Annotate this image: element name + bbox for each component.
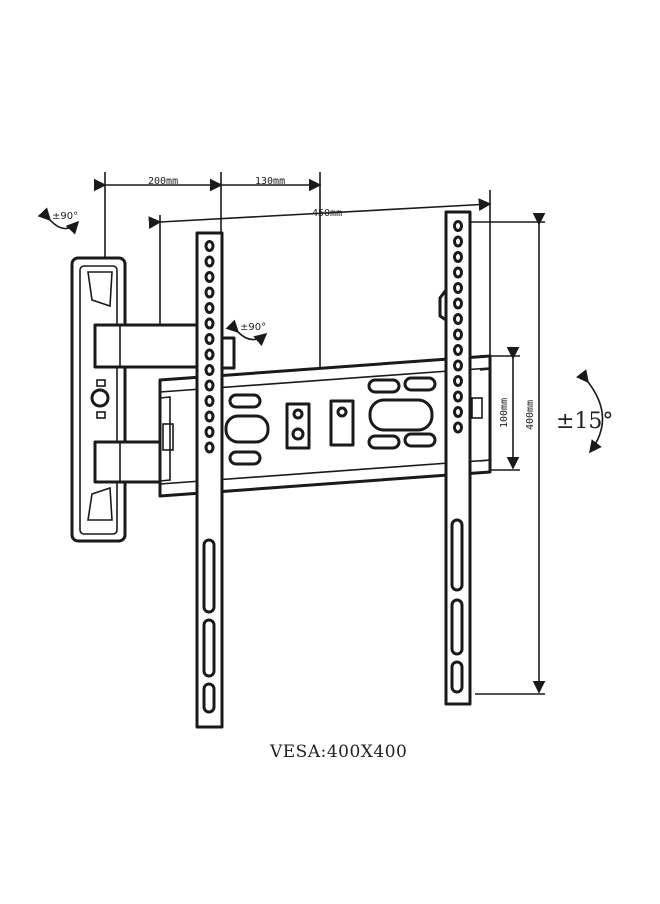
dim-label-130mm: 130mm: [255, 176, 285, 187]
vesa-caption: VESA:400X400: [269, 742, 407, 762]
mounting-hole: [204, 271, 215, 283]
left-hanging-plate: [195, 231, 224, 729]
mounting-hole: [453, 235, 463, 248]
dim-label-400mm: 400mm: [525, 400, 536, 430]
mounting-hole: [204, 317, 215, 330]
mounting-hole: [453, 297, 463, 310]
dim-label-200mm: 200mm: [148, 176, 178, 187]
right-hanging-plate: [438, 210, 472, 706]
mounting-hole: [204, 302, 215, 314]
rotation-wall-swivel: [37, 207, 80, 235]
mounting-hole: [204, 426, 215, 438]
wall-swivel-label: ±90°: [52, 211, 78, 222]
dim-label-450mm: 450mm: [312, 208, 342, 219]
mounting-hole: [204, 348, 215, 361]
mounting-hole: [204, 441, 215, 454]
wall-plate: [70, 256, 127, 543]
mounting-hole: [204, 379, 215, 392]
rotation-tilt: [576, 369, 604, 454]
rotation-arm-swivel: [225, 319, 268, 347]
mounting-hole: [204, 286, 215, 299]
mounting-hole: [453, 266, 463, 279]
mounting-hole: [204, 410, 215, 423]
swing-arms: [93, 323, 236, 484]
mounting-hole: [453, 375, 463, 387]
mounting-hole: [453, 313, 463, 325]
dim-label-100mm: 100mm: [499, 398, 510, 428]
mounting-hole: [453, 390, 463, 403]
mounting-hole: [453, 406, 463, 418]
mounting-hole: [453, 344, 463, 356]
arm-swivel-label: ±90°: [240, 322, 266, 333]
mounting-hole: [453, 282, 463, 294]
mounting-hole: [453, 359, 463, 372]
mounting-hole: [453, 251, 463, 263]
mounting-hole: [204, 395, 215, 407]
mounting-hole: [204, 240, 215, 252]
mounting-hole: [453, 328, 463, 341]
mounting-hole: [204, 333, 215, 345]
tilt-label: ±15°: [556, 409, 613, 434]
mounting-hole: [204, 255, 215, 268]
mounting-hole: [453, 421, 463, 434]
mounting-hole: [453, 220, 463, 232]
mounting-hole: [204, 364, 215, 376]
